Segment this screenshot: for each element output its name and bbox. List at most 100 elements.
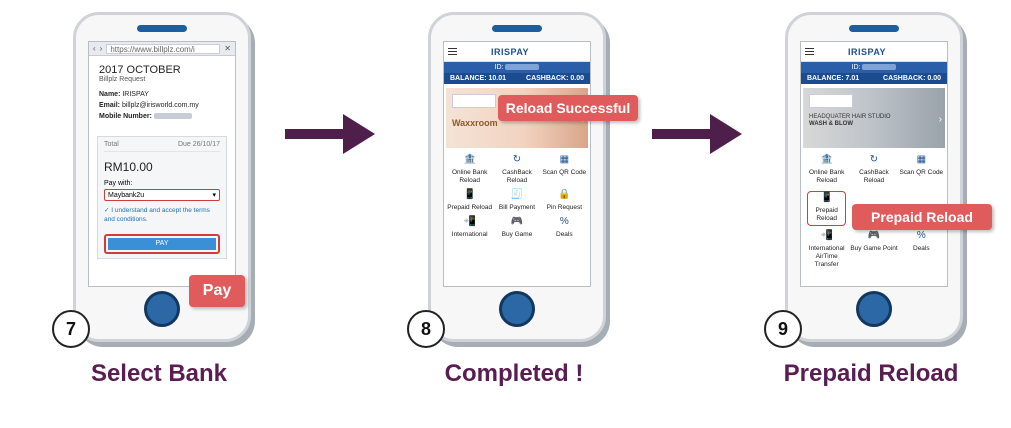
banner-logo: [452, 94, 496, 108]
menu-buy-game[interactable]: 🎮Buy Game: [493, 216, 540, 239]
step-number: 8: [407, 310, 445, 348]
amount: RM10.00: [104, 160, 153, 174]
payment-box: Total Due 26/10/17 RM10.00 Pay with: May…: [97, 136, 227, 259]
cashback: CASHBACK: 0.00: [526, 75, 584, 82]
qr-icon: ▦: [916, 154, 927, 165]
banner-title: Waxxroom: [452, 118, 498, 128]
pay-button[interactable]: PAY: [108, 238, 216, 250]
phone-speaker: [137, 25, 187, 32]
phone-step-8: IRISPAY ID: BALANCE: 10.01 CASHBACK: 0.0…: [428, 12, 606, 342]
step-caption: Select Bank: [90, 360, 228, 387]
forward-icon[interactable]: ›: [99, 44, 103, 53]
menu-icon[interactable]: [805, 48, 814, 55]
home-button: [856, 291, 892, 327]
bank-icon: 🏦: [820, 154, 833, 165]
balance-bar: BALANCE: 10.01 CASHBACK: 0.00: [444, 73, 590, 84]
pay-button-frame: PAY: [104, 234, 220, 254]
banner-logo: [809, 94, 853, 108]
bank-icon: 🏦: [463, 154, 476, 165]
balance: BALANCE: 10.01: [450, 75, 507, 82]
step-number: 9: [764, 310, 802, 348]
app-header: IRISPAY: [801, 42, 947, 62]
phone-screen: IRISPAY ID: BALANCE: 7.01 CASHBACK: 0.00…: [800, 41, 948, 287]
gamepad-icon: 🎮: [867, 230, 881, 241]
menu-online-bank-reload[interactable]: 🏦Online Bank Reload: [803, 154, 850, 185]
menu-deals[interactable]: %Deals: [541, 216, 588, 239]
app-header: IRISPAY: [444, 42, 590, 62]
gamepad-icon: 🎮: [510, 216, 524, 227]
percent-icon: %: [916, 230, 926, 241]
phone-icon: 📲: [463, 216, 476, 227]
menu-online-bank-reload[interactable]: 🏦Online Bank Reload: [446, 154, 493, 185]
balance-bar: BALANCE: 7.01 CASHBACK: 0.00: [801, 73, 947, 84]
redacted-id: [505, 64, 540, 71]
phone-step-9: IRISPAY ID: BALANCE: 7.01 CASHBACK: 0.00…: [785, 12, 963, 342]
callout-reload-successful: Reload Successful: [498, 95, 638, 121]
id-bar: ID:: [444, 62, 590, 73]
menu-grid: 🏦Online Bank Reload ↻CashBack Reload ▦Sc…: [444, 152, 590, 243]
menu-scan-qr[interactable]: ▦Scan QR Code: [899, 154, 944, 177]
redacted-id: [862, 64, 897, 71]
chevron-down-icon: ▾: [212, 192, 216, 199]
menu-buy-game-point[interactable]: 🎮Buy Game Point: [850, 230, 898, 253]
url-field[interactable]: https://www.billplz.com/i: [106, 43, 221, 54]
menu-international[interactable]: 📲International: [446, 216, 493, 239]
callout-prepaid-reload: Prepaid Reload: [852, 204, 992, 230]
id-bar: ID:: [801, 62, 947, 73]
step-caption: Completed !: [444, 360, 584, 387]
step-caption: Prepaid Reload: [783, 360, 959, 387]
total-row: Total Due 26/10/17: [104, 141, 220, 152]
bill-icon: 🧾: [510, 189, 524, 200]
irispay-logo: IRISPAY: [848, 46, 887, 57]
terms-checkbox[interactable]: ✓ I understand and accept the terms and …: [104, 207, 210, 223]
cashback-icon: ↻: [869, 154, 879, 165]
menu-cashback-reload[interactable]: ↻CashBack Reload: [493, 154, 540, 185]
phone-screen: ‹ › https://www.billplz.com/i ✕ 2017 OCT…: [88, 41, 236, 287]
menu-grid: 🏦Online Bank Reload ↻CashBack Reload ▦Sc…: [801, 152, 947, 273]
cashback-icon: ↻: [512, 154, 522, 165]
name-line: Name: IRISPAY: [99, 91, 149, 98]
lock-icon: 🔒: [558, 189, 571, 200]
pay-with-label: Pay with:: [104, 180, 133, 187]
bill-details: 2017 OCTOBER Billplz Request Name: IRISP…: [89, 56, 235, 130]
redacted-number: [153, 113, 192, 120]
balance: BALANCE: 7.01: [807, 75, 860, 82]
phone-screen: IRISPAY ID: BALANCE: 10.01 CASHBACK: 0.0…: [443, 41, 591, 287]
irispay-logo: IRISPAY: [491, 46, 530, 57]
prepaid-icon: 📱: [463, 189, 476, 200]
home-button: [499, 291, 535, 327]
phone-speaker: [849, 25, 899, 32]
bill-subtitle: Billplz Request: [99, 76, 146, 83]
step-number: 7: [52, 310, 90, 348]
email-line: Email: billplz@irisworld.com.my: [99, 102, 199, 109]
bill-title: 2017 OCTOBER: [99, 64, 181, 76]
browser-url-bar: ‹ › https://www.billplz.com/i ✕: [89, 42, 235, 56]
mobile-line: Mobile Number:: [99, 113, 225, 120]
prepaid-icon: 📱: [820, 192, 833, 203]
arrow-right-icon: [285, 114, 375, 154]
chevron-right-icon[interactable]: ›: [938, 114, 942, 125]
menu-pin-request[interactable]: 🔒Pin Request: [541, 189, 588, 212]
bank-select[interactable]: Maybank2u▾: [104, 189, 220, 201]
menu-deals[interactable]: %Deals: [898, 230, 945, 269]
callout-pay: Pay: [189, 275, 245, 307]
phone-step-7: ‹ › https://www.billplz.com/i ✕ 2017 OCT…: [73, 12, 251, 342]
check-icon: ✓: [104, 207, 112, 214]
percent-icon: %: [559, 216, 569, 227]
menu-scan-qr[interactable]: ▦Scan QR Code: [542, 154, 587, 177]
menu-bill-payment[interactable]: 🧾Bill Payment: [493, 189, 540, 212]
home-button: [144, 291, 180, 327]
phone-speaker: [492, 25, 542, 32]
close-icon[interactable]: ✕: [224, 44, 231, 53]
menu-icon[interactable]: [448, 48, 457, 55]
cashback: CASHBACK: 0.00: [883, 75, 941, 82]
phone-icon: 📲: [820, 230, 833, 241]
back-icon[interactable]: ‹: [93, 44, 96, 53]
menu-cashback-reload[interactable]: ↻CashBack Reload: [850, 154, 897, 185]
menu-prepaid-reload[interactable]: 📱Prepaid Reload: [807, 191, 847, 226]
menu-international-airtime[interactable]: 📲International AirTime Transfer: [803, 230, 850, 269]
arrow-right-icon: [652, 114, 742, 154]
menu-prepaid-reload[interactable]: 📱Prepaid Reload: [447, 189, 493, 212]
